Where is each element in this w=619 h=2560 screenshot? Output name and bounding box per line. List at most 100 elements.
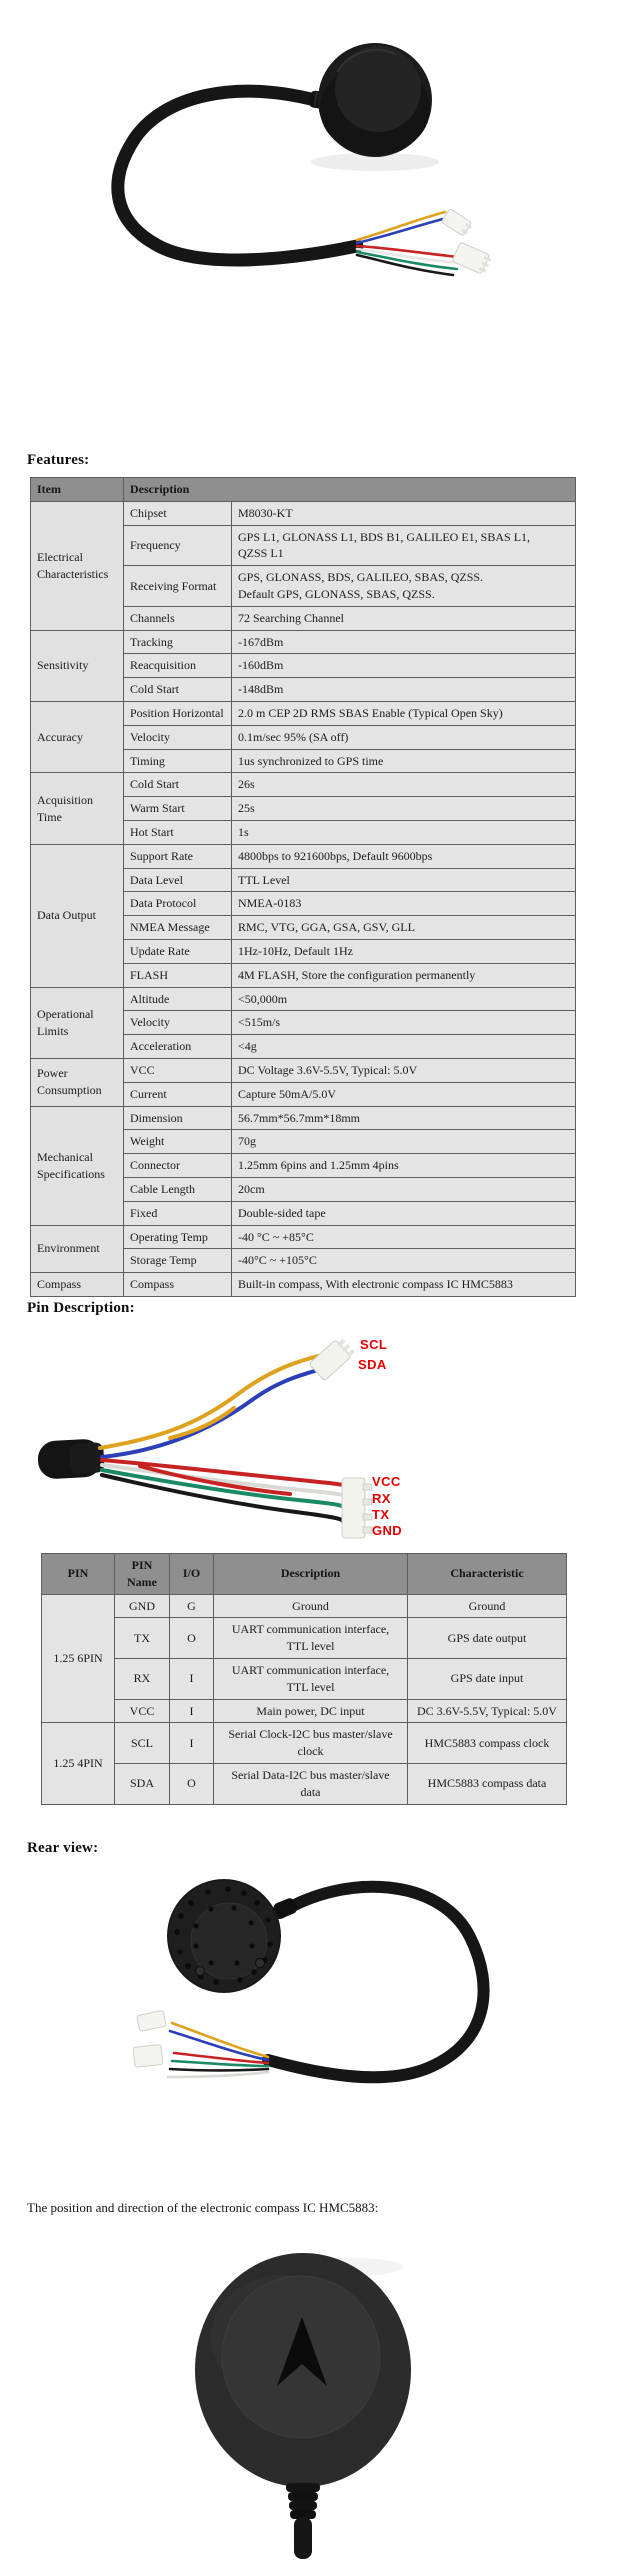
feature-value-cell: -167dBm [230,629,577,655]
pin-group-cell: 1.25 6PIN [41,1593,115,1724]
connector-6pin [452,242,492,274]
pin-io-cell: G [169,1593,214,1619]
feature-value-cell: 72 Searching Channel [230,605,577,631]
connector-4pin [136,2010,167,2032]
feature-value-cell: Built-in compass, With electronic compas… [230,1272,577,1297]
pin-table: PIN PIN Name I/O Description Characteris… [41,1553,567,1805]
feature-name-cell: Velocity [123,1010,232,1036]
pin-name-cell: RX [114,1657,170,1700]
feature-name-cell: VCC [123,1057,232,1083]
feature-name-cell: Compass [123,1272,232,1297]
feature-value-cell: 70g [230,1129,577,1155]
feature-name-cell: Cable Length [123,1176,232,1202]
feature-group-cell: Mechanical Specifications [30,1105,124,1226]
pin-description-cell: UART communication interface, TTL level [213,1617,408,1659]
feature-name-cell: Current [123,1081,232,1107]
feature-row: Cold Start-148dBm [31,677,577,702]
feature-name-cell: Cold Start [123,772,232,798]
pin-io-cell: I [169,1657,214,1700]
cable-illustration [37,1338,373,1539]
dimple-holes [174,1886,273,1985]
pin-characteristic-cell: HMC5883 compass data [407,1762,567,1805]
feature-value-cell: 1s [230,819,577,845]
pin-description-cell: Serial Clock-I2C bus master/slave clock [213,1722,408,1764]
pin-characteristic-cell: Ground [407,1593,567,1619]
pin-characteristic-cell: DC 3.6V-5.5V, Typical: 5.0V [407,1698,567,1724]
feature-name-cell: Receiving Format [123,565,232,607]
pin-name-cell: TX [114,1617,170,1659]
feature-value-cell: RMC, VTG, GGA, GSA, GSV, GLL [230,915,577,940]
wire-fan [166,2021,270,2079]
tx-label: TX [372,1507,390,1522]
feature-value-cell: M8030-KT [230,500,577,526]
feature-group-cell: Operational Limits [30,986,124,1059]
pin-name-cell: SDA [114,1762,170,1805]
feature-name-cell: Support Rate [123,843,232,869]
feature-value-cell: 2.0 m CEP 2D RMS SBAS Enable (Typical Op… [230,700,577,726]
feature-name-cell: Hot Start [123,819,232,845]
features-heading: Features: [27,452,90,468]
gps-module-illustration [111,43,492,277]
pin-col-io: I/O [169,1553,214,1595]
i2c-wires [98,1352,334,1459]
wire-fan [355,210,462,277]
pin-name-cell: VCC [114,1698,170,1724]
pin-col-name: PIN Name [114,1553,170,1595]
feature-value-cell: 1us synchronized to GPS time [230,748,577,774]
features-col-item: Item [30,477,124,502]
feature-value-cell: 25s [230,796,577,821]
feature-name-cell: Position Horizontal [123,700,232,726]
feature-value-cell: 26s [230,772,577,798]
pin-characteristic-cell: HMC5883 compass clock [407,1722,567,1764]
feature-value-cell: 1Hz-10Hz, Default 1Hz [230,938,577,964]
pin-description-cell: Ground [213,1593,408,1619]
feature-group-cell: Acquisition Time [30,772,124,845]
feature-group-cell: Compass [30,1272,124,1297]
feature-group-cell: Accuracy [30,700,124,774]
product-photo-top [75,10,555,285]
gnd-label: GND [372,1523,403,1538]
pin-io-cell: I [169,1698,214,1724]
feature-name-cell: NMEA Message [123,915,232,940]
feature-name-cell: Connector [123,1153,232,1178]
cable [111,84,364,267]
i2c-connector [309,1338,355,1381]
feature-value-cell: Double-sided tape [230,1200,577,1226]
feature-name-cell: Warm Start [123,796,232,821]
feature-value-cell: 0.1m/sec 95% (SA off) [230,724,577,750]
feature-value-cell: <4g [230,1034,577,1059]
feature-value-cell: NMEA-0183 [230,891,577,917]
vcc-label: VCC [372,1474,401,1489]
pin-description-cell: UART communication interface, TTL level [213,1657,408,1700]
feature-name-cell: Acceleration [123,1034,232,1059]
feature-name-cell: Frequency [123,524,232,567]
feature-name-cell: Channels [123,605,232,631]
feature-name-cell: FLASH [123,962,232,988]
feature-name-cell: Operating Temp [123,1224,232,1250]
feature-value-cell: TTL Level [230,867,577,893]
feature-value-cell: -40 °C ~ +85°C [230,1224,577,1250]
pin-name-cell: GND [114,1593,170,1619]
uart-wires [100,1458,348,1525]
feature-name-cell: Timing [123,748,232,774]
feature-group-cell: Power Consumption [30,1057,124,1107]
feature-name-cell: Reacquisition [123,653,232,679]
feature-value-cell: 56.7mm*56.7mm*18mm [230,1105,577,1131]
